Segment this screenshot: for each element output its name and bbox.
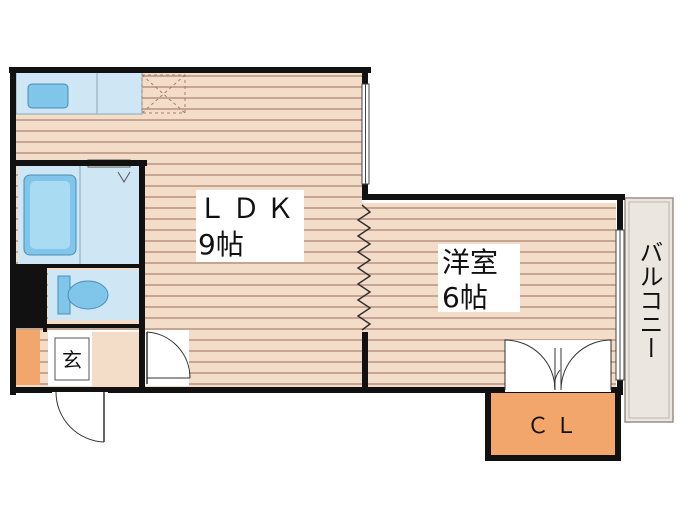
accordion-partition-icon [356,204,372,331]
ldk-label: ＬＤＫ [198,192,300,225]
ldk-size-label: 9帖 [198,228,244,261]
balcony-label: バルコニー [635,240,663,360]
closet [488,393,618,456]
entrance-label: 玄 [62,348,82,372]
western-room-size-label: 6帖 [442,281,488,314]
closet-door-icon [504,339,612,392]
entrance-floor [54,337,90,381]
entrance-shoe-cabinet [16,330,40,385]
toilet-icon [67,280,109,310]
entrance-door-icon [52,391,108,443]
closet-label: ＣＬ [527,414,583,439]
western-room-label: 洋室 [442,246,498,279]
ldk-door-icon [145,330,191,386]
entrance-step [92,332,139,386]
fridge-space-icon [141,74,186,114]
balcony [624,197,674,423]
sink-icon [27,83,69,109]
